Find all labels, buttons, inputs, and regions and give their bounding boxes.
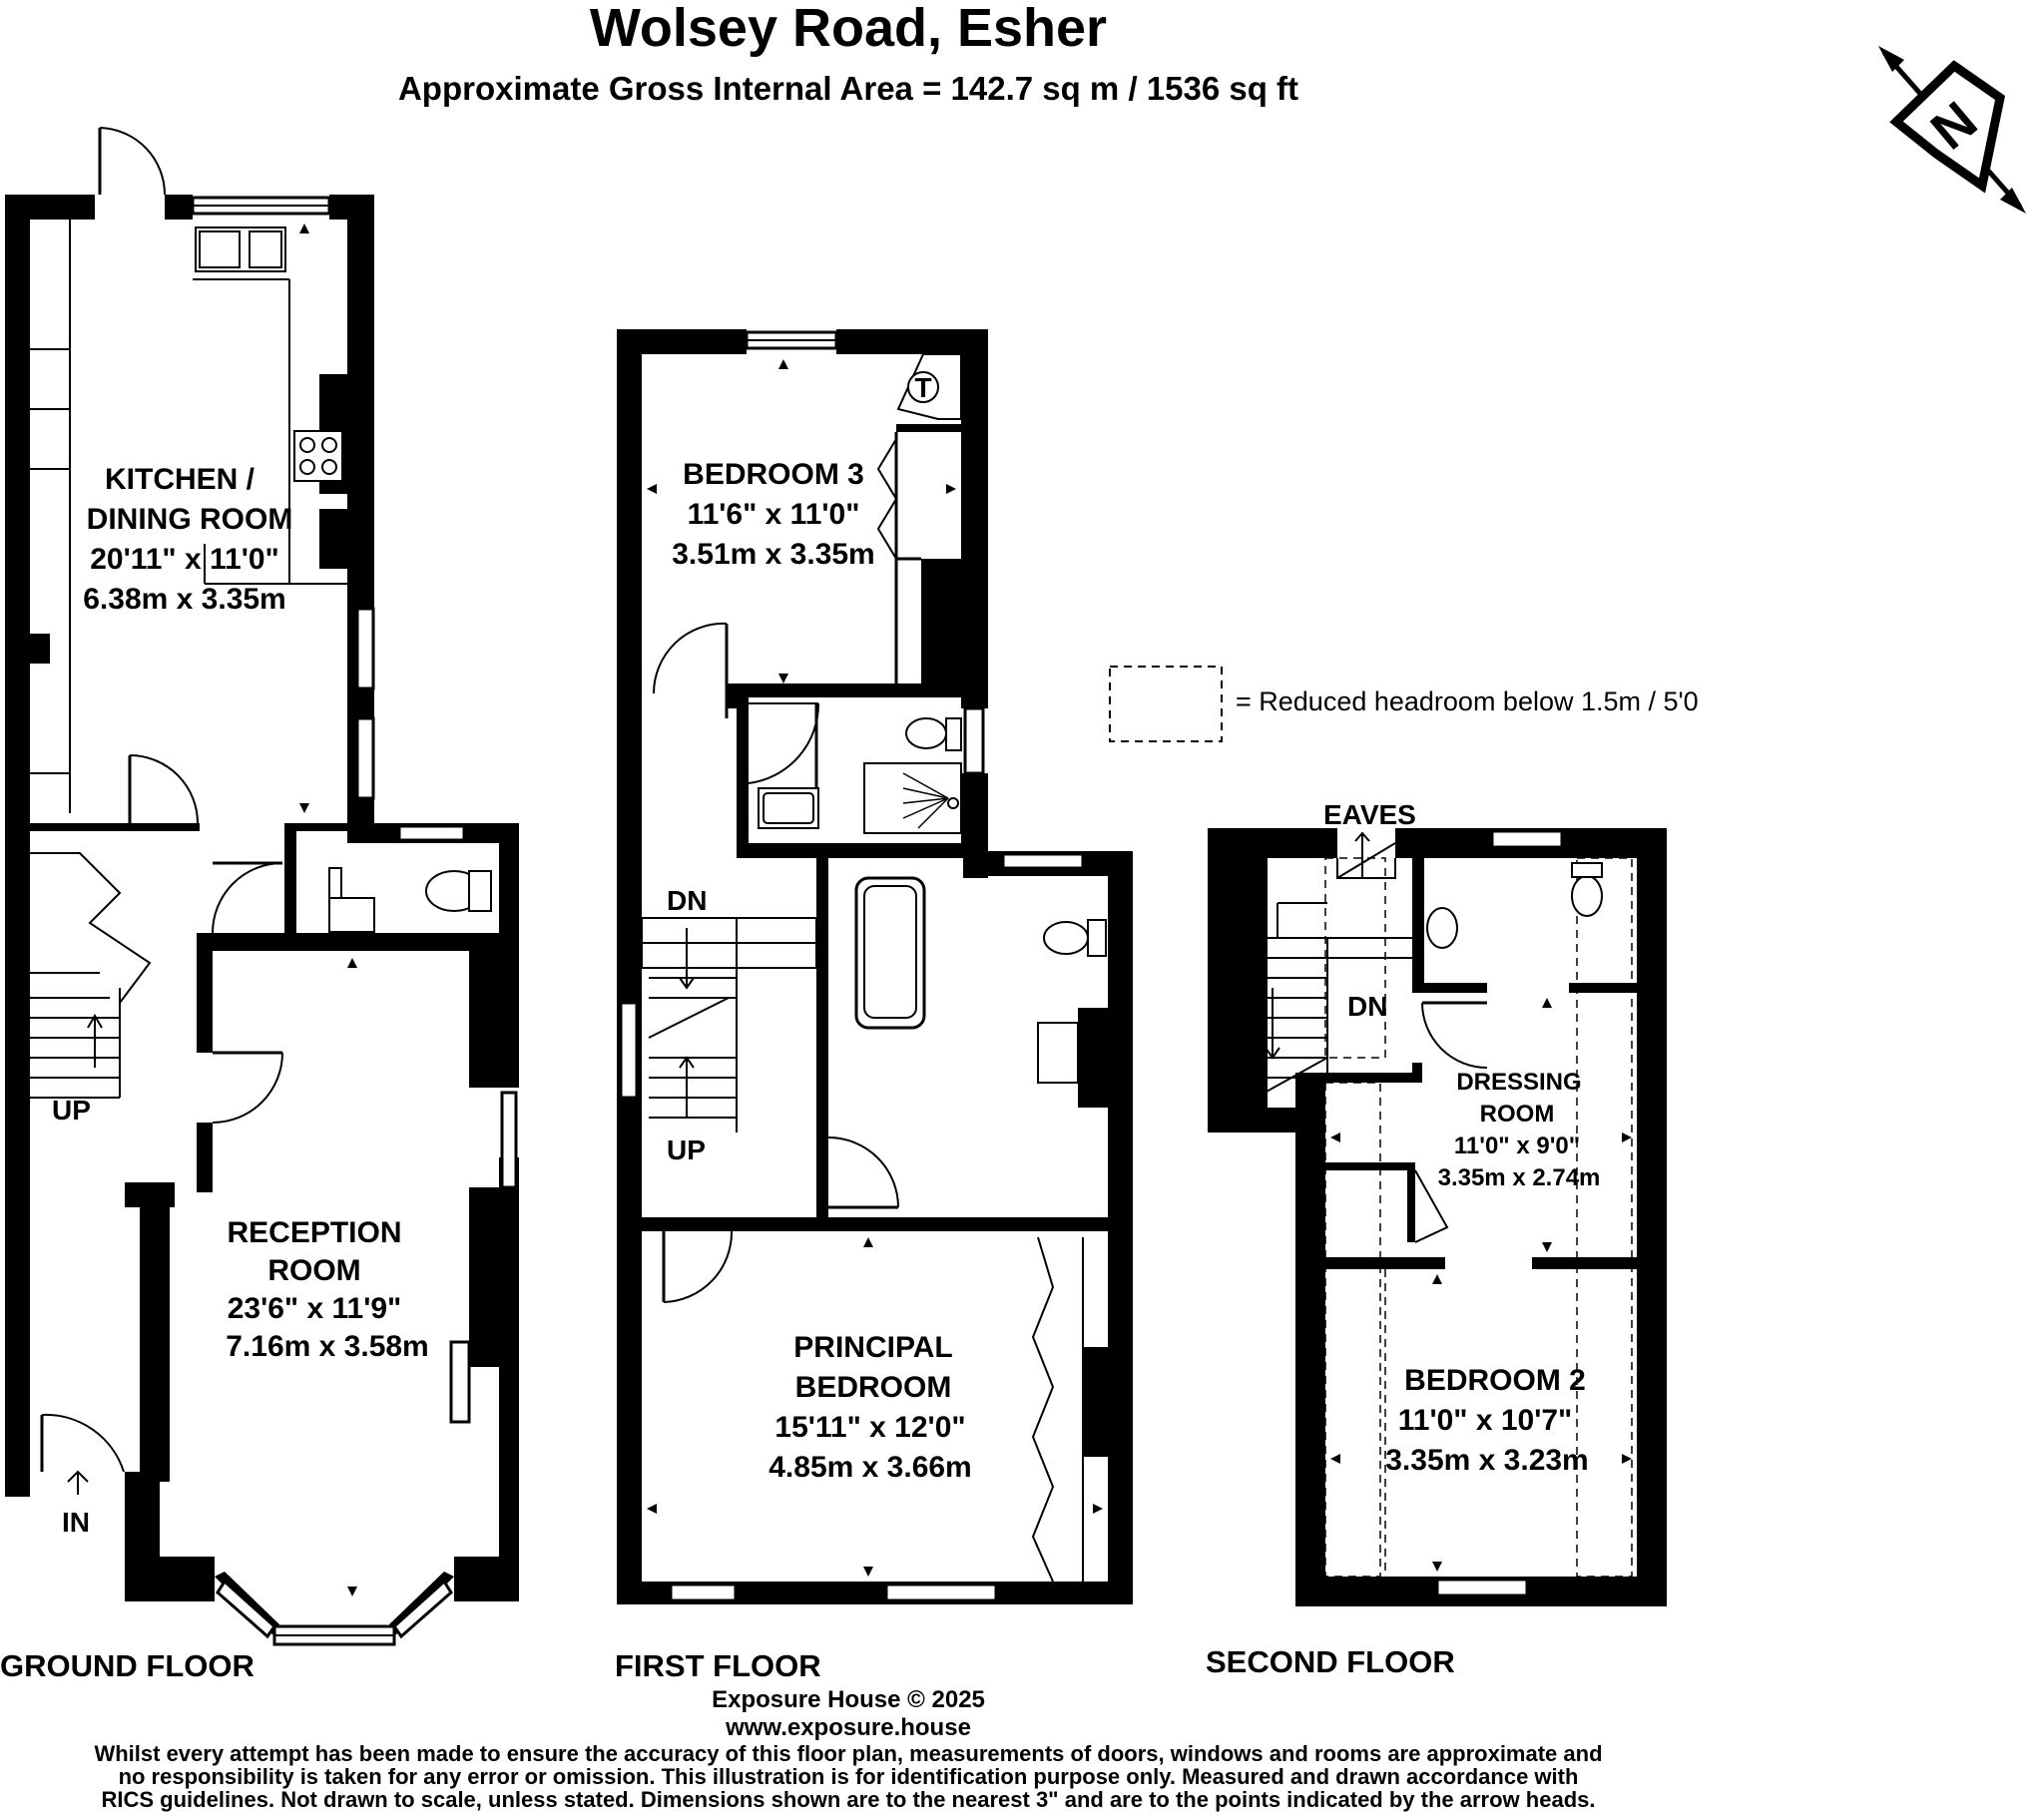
ground-floor-plan: KITCHEN / DINING ROOM 20'11" x 11'0" 6.3… <box>5 127 519 1646</box>
dressing-imperial: 11'0" x 9'0" <box>1454 1133 1580 1159</box>
ground-floor-label: GROUND FLOOR <box>0 1648 255 1683</box>
dressing-name-line1: DRESSING <box>1456 1069 1581 1096</box>
kitchen-name-line1: KITCHEN / <box>105 463 256 496</box>
principal-name-line1: PRINCIPAL <box>793 1331 952 1364</box>
bedroom2-imperial: 11'0" x 10'7" <box>1398 1404 1573 1437</box>
principal-imperial: 15'11" x 12'0" <box>774 1411 965 1444</box>
plan-title: Wolsey Road, Esher <box>589 0 1108 58</box>
first-stairs-up: UP <box>667 1134 706 1165</box>
bedroom3-metric: 3.51m x 3.35m <box>672 538 874 571</box>
disclaimer-line-3: RICS guidelines. Not drawn to scale, unl… <box>101 1787 1596 1812</box>
bedroom3-imperial: 11'6" x 11'0" <box>688 498 860 531</box>
legend-label: = Reduced headroom below 1.5m / 5'0 <box>1236 686 1699 716</box>
second-floor-label: SECOND FLOOR <box>1206 1644 1455 1679</box>
dressing-name-line2: ROOM <box>1480 1101 1555 1128</box>
bedroom2-metric: 3.35m x 3.23m <box>1385 1444 1588 1477</box>
kitchen-metric: 6.38m x 3.35m <box>83 583 285 616</box>
first-floor-plan: T BEDROOM 3 11'6" x 11'0" 3.51m x 3.35m … <box>617 329 1133 1604</box>
disclaimer: Whilst every attempt has been made to en… <box>20 1742 1677 1811</box>
eaves-label: EAVES <box>1323 799 1416 830</box>
disclaimer-line-1: Whilst every attempt has been made to en… <box>94 1741 1603 1766</box>
disclaimer-line-2: no responsibility is taken for any error… <box>118 1764 1579 1789</box>
footer-company: Exposure House © 2025 <box>712 1686 985 1713</box>
reception-name-line2: ROOM <box>267 1254 360 1287</box>
kitchen-imperial: 20'11" x 11'0" <box>90 543 279 576</box>
eaves-arrow-icon <box>1336 831 1396 879</box>
second-floor-plan: EAVES DN DRESSING ROOM 11'0" x 9'0" 3.35… <box>1208 799 1667 1606</box>
ground-stairs-up: UP <box>52 1095 91 1126</box>
entrance-marker: IN <box>62 1507 90 1538</box>
bedroom3-name: BEDROOM 3 <box>683 458 864 491</box>
reception-imperial: 23'6" x 11'9" <box>228 1292 402 1325</box>
dressing-metric: 3.35m x 2.74m <box>1438 1164 1601 1191</box>
entrance-arrow-icon <box>67 1470 89 1495</box>
principal-name-line2: BEDROOM <box>795 1371 952 1404</box>
second-stairs-down: DN <box>1347 991 1387 1022</box>
principal-metric: 4.85m x 3.66m <box>768 1451 971 1484</box>
north-arrow-icon: N <box>1878 46 2026 214</box>
reception-name-line1: RECEPTION <box>227 1216 401 1249</box>
kitchen-name-line2: DINING ROOM <box>87 503 293 536</box>
tank-marker: T <box>914 372 931 403</box>
reception-metric: 7.16m x 3.58m <box>226 1330 428 1363</box>
first-stairs-down: DN <box>667 885 707 916</box>
bedroom2-name: BEDROOM 2 <box>1404 1364 1586 1397</box>
reduced-headroom-swatch <box>1109 666 1223 742</box>
first-floor-label: FIRST FLOOR <box>615 1648 821 1683</box>
gross-area: Approximate Gross Internal Area = 142.7 … <box>397 70 1299 107</box>
footer-website: www.exposure.house <box>726 1714 971 1741</box>
